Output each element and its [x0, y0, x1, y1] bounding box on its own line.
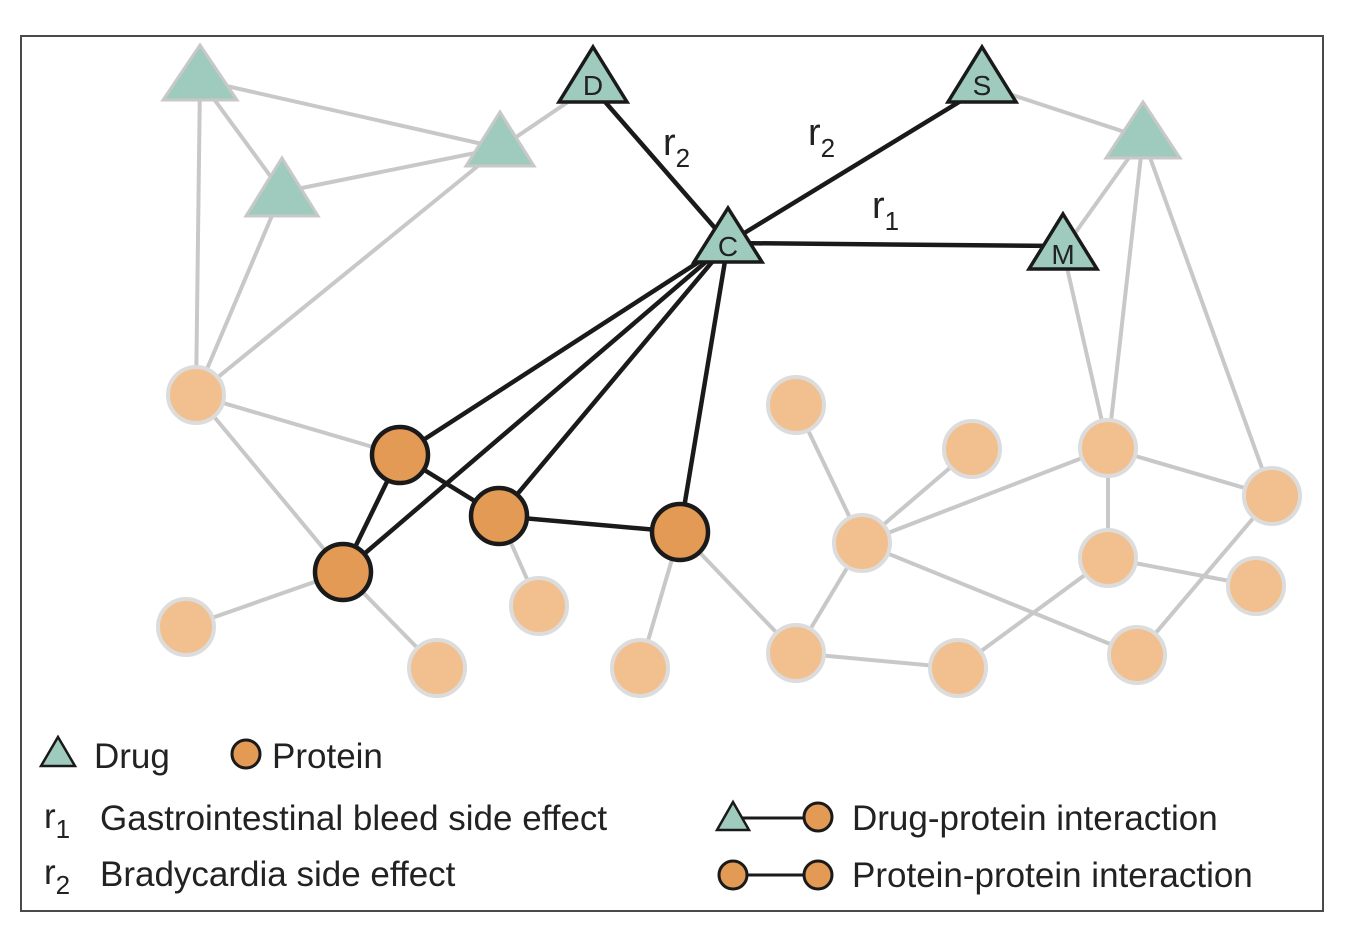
node-label-m: M: [1051, 239, 1074, 270]
protein-node-highlighted: [369, 424, 431, 486]
legend-drug: Drug: [38, 734, 170, 776]
edge-faded: [861, 446, 1109, 545]
node-label-d: D: [583, 70, 603, 101]
legend-protein-icon: [230, 738, 262, 770]
edge-faded: [1135, 494, 1274, 657]
legend-drug-protein: Drug-protein interaction: [714, 799, 1218, 838]
protein-node-faded: [942, 419, 1002, 479]
legend-protein-label: Protein: [272, 737, 383, 776]
edge-faded: [1141, 137, 1274, 497]
legend-r1: r1 Gastrointestinal bleed side effect: [44, 797, 607, 844]
faded-proteins: [156, 365, 1302, 698]
drug-node-faded: [463, 109, 537, 168]
drug-node-faded: [160, 42, 240, 102]
legend-dp-protein-icon: [802, 801, 834, 833]
legend-dp-drug-icon: [714, 799, 752, 832]
edge-c-m: [727, 240, 1064, 249]
protein-node-faded: [610, 638, 670, 698]
legend-r1-symbol: r1: [44, 797, 70, 844]
edge-faded: [194, 393, 345, 574]
edge-faded: [194, 79, 202, 396]
protein-node-faded: [1242, 466, 1302, 526]
protein-node-highlighted: [312, 541, 374, 603]
node-label-s: S: [973, 70, 992, 101]
edge-faded: [956, 556, 1110, 670]
legend: Drug Protein r1 Gastrointestinal bleed s…: [38, 734, 1253, 900]
protein-node-faded: [407, 638, 467, 698]
protein-node-faded: [766, 375, 826, 435]
faded-edges: [185, 78, 1274, 670]
protein-node-faded: [1078, 528, 1138, 588]
highlighted-proteins: [312, 424, 711, 603]
legend-pp-protein-icon-right: [802, 859, 834, 891]
legend-protein-protein: Protein-protein interaction: [717, 856, 1253, 895]
legend-r1-label: Gastrointestinal bleed side effect: [100, 799, 607, 838]
legend-r2-symbol: r2: [44, 853, 70, 900]
edge-faded: [194, 191, 284, 396]
edge-c-protein: [677, 242, 731, 533]
drug-node-c: C: [690, 204, 766, 264]
legend-protein: Protein: [230, 737, 383, 776]
legend-pp-protein-icon-left: [717, 859, 749, 891]
edge-c-protein: [497, 241, 730, 518]
legend-drug-label: Drug: [94, 737, 170, 776]
protein-node-faded: [1107, 625, 1167, 685]
drug-node-faded: [243, 155, 321, 218]
figure-frame: [20, 35, 1324, 912]
edge-faded: [195, 393, 401, 457]
node-label-c: C: [718, 231, 738, 262]
protein-node-faded: [832, 513, 892, 573]
legend-drug-icon: [38, 734, 78, 768]
edge-faded: [281, 146, 501, 194]
edge-c-protein: [398, 241, 730, 457]
protein-node-faded: [509, 576, 569, 636]
protein-node-faded: [166, 365, 226, 425]
protein-node-faded: [156, 597, 216, 657]
faded-drugs: [160, 42, 1183, 218]
protein-node-highlighted: [649, 501, 711, 563]
protein-node-faded: [766, 623, 826, 683]
legend-pp-label: Protein-protein interaction: [852, 856, 1253, 895]
edge-label-r1: r1: [872, 185, 899, 236]
edge-faded: [1061, 249, 1110, 449]
legend-r2-label: Bradycardia side effect: [100, 855, 456, 894]
edge-c-protein: [341, 241, 730, 574]
edge-faded: [194, 146, 502, 397]
legend-r2: r2 Bradycardia side effect: [44, 853, 456, 900]
drug-node-d: D: [555, 43, 631, 104]
edge-c-s: [726, 86, 984, 245]
drug-node-s: S: [944, 43, 1020, 104]
legend-dp-label: Drug-protein interaction: [852, 799, 1218, 838]
drug-node-faded: [1103, 99, 1183, 160]
protein-node-faded: [928, 638, 988, 698]
protein-node-faded: [1226, 556, 1286, 616]
protein-node-highlighted: [468, 485, 530, 547]
edge-faded: [861, 541, 1138, 657]
edge-label-r2-left: r2: [663, 122, 690, 173]
protein-node-faded: [1078, 418, 1138, 478]
edge-c-d: [591, 86, 730, 245]
edge-faded: [1106, 137, 1145, 449]
edge-protein-protein: [498, 513, 681, 535]
highlighted-edges: [340, 86, 1064, 574]
drug-node-m: M: [1025, 210, 1101, 271]
edge-label-r2-right: r2: [808, 112, 835, 163]
edge-faded: [199, 78, 501, 150]
